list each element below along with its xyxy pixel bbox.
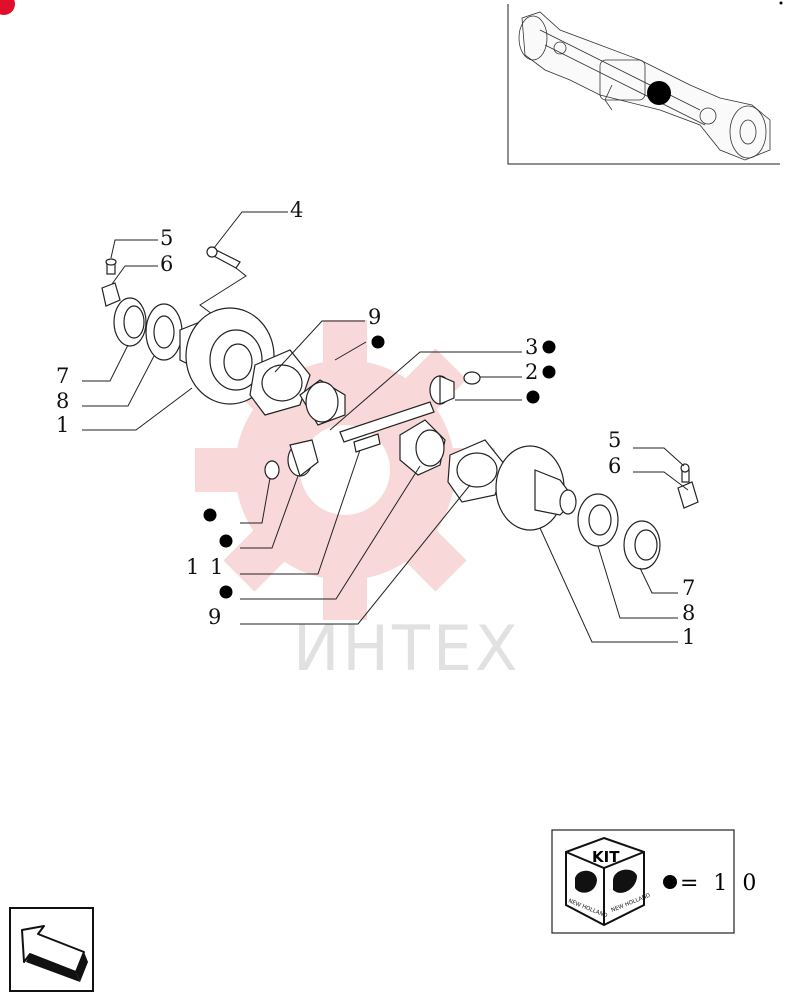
callout-9-lower: 9 (208, 605, 223, 629)
parts-center-group (264, 371, 506, 503)
bolt-5[interactable] (105, 258, 117, 275)
pinion-gear-upper[interactable] (429, 375, 455, 405)
bearing-8-right[interactable] (577, 493, 619, 547)
callout-5: 5 (160, 226, 175, 250)
callout-1-right: 1 (682, 625, 697, 649)
bolt-5-right[interactable] (680, 463, 690, 483)
callout-8: 8 (56, 389, 71, 413)
kit-dot-icon (663, 875, 677, 889)
washer-lower[interactable] (264, 460, 280, 480)
callout-2: 2 (525, 360, 540, 384)
callout-3: 3 (525, 335, 540, 359)
thrust-washer-9[interactable] (249, 349, 311, 416)
axle-thumbnail[interactable] (507, 1, 783, 165)
kit-dot-icon (526, 390, 540, 404)
kit-dot-icon (542, 340, 556, 354)
inset-dot (779, 1, 783, 5)
kit-dot-icon (542, 365, 556, 379)
washer-2[interactable] (463, 371, 481, 385)
kit-dot-icon (203, 508, 217, 522)
side-gear-right[interactable] (399, 419, 446, 476)
kit-markers (203, 335, 556, 599)
kit-dot-icon (219, 534, 233, 548)
bearing-race-7-right[interactable] (623, 520, 661, 570)
corner-badge (0, 0, 15, 15)
lock-plate-6-right[interactable] (677, 481, 699, 509)
kit-cube-icon: KIT NEW HOLLAND NEW HOLLAND (565, 836, 651, 927)
pinion-gear-lower[interactable] (287, 439, 319, 477)
cross-shaft-11[interactable] (339, 401, 435, 443)
kit-dot-icon (219, 585, 233, 599)
callout-7: 7 (56, 364, 71, 388)
bearing-race-7[interactable] (113, 297, 147, 347)
leader-lines (82, 211, 689, 643)
lock-plate-6[interactable] (101, 282, 121, 307)
thrust-washer-9-right[interactable] (447, 439, 506, 503)
leaf-logo-icon (575, 870, 597, 893)
callout-5-right: 5 (608, 428, 623, 452)
bearing-8[interactable] (145, 303, 183, 361)
callout-1: 1 (56, 413, 71, 437)
kit-legend: KIT NEW HOLLAND NEW HOLLAND = 1 0 (551, 829, 760, 934)
leaf-logo-icon (613, 869, 637, 893)
callout-6-right: 6 (608, 454, 623, 478)
callout-11: 1 1 (186, 555, 225, 579)
axle-illustration (518, 11, 771, 161)
parts-left-group (101, 246, 346, 426)
callout-9: 9 (368, 305, 383, 329)
parts-right-group (495, 445, 699, 570)
bolt-4[interactable] (206, 246, 241, 269)
callout-4: 4 (290, 198, 305, 222)
watermark-text: ИНТЕХ (293, 612, 521, 685)
callout-7-right: 7 (682, 576, 697, 600)
kit-equation: = 1 0 (680, 871, 760, 896)
callout-6: 6 (160, 252, 175, 276)
callout-labels: 4 5 6 9 7 8 1 3 2 1 1 9 5 6 7 8 1 (56, 198, 697, 649)
kit-label: KIT (592, 848, 620, 866)
back-arrow-button[interactable] (9, 907, 94, 992)
location-marker (647, 81, 671, 105)
callout-8-right: 8 (682, 601, 697, 625)
differential-housing-1-right[interactable] (495, 445, 577, 531)
kit-dot-icon (371, 335, 385, 349)
side-gear-left[interactable] (299, 379, 346, 426)
